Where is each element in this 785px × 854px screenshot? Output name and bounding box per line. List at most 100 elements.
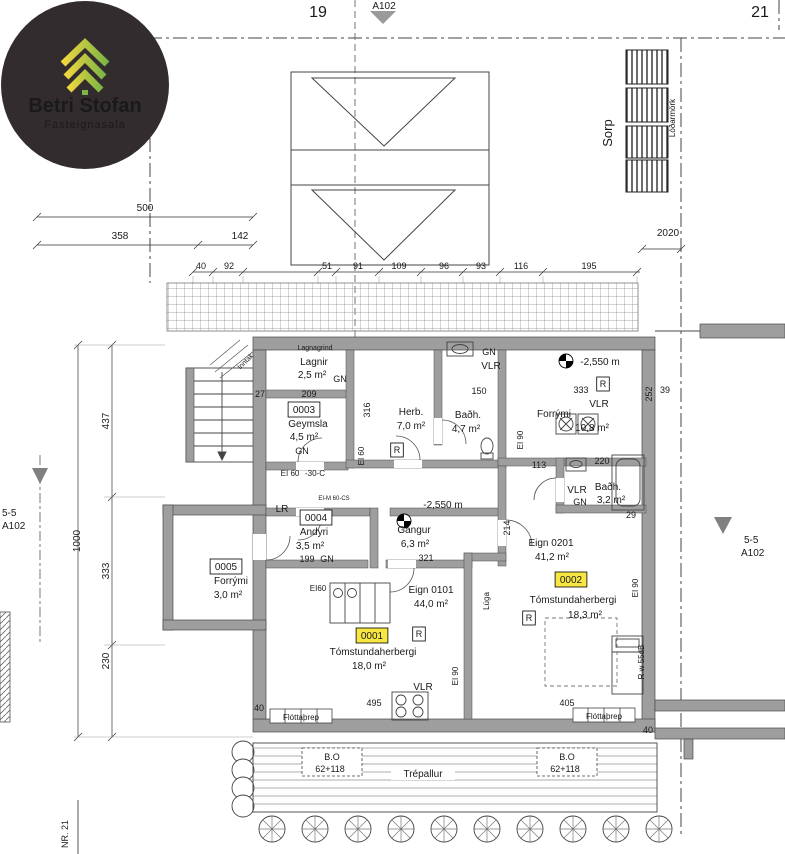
dim-358: 358 — [112, 231, 129, 242]
unit-eign0201-area: 41,2 m² — [535, 552, 570, 563]
radiator-4: R — [416, 629, 423, 639]
dim-51: 51 — [322, 261, 332, 271]
vlr-label-2: VLR — [589, 399, 608, 410]
room-forrymi2-area: 3,0 m² — [214, 590, 243, 601]
bo-1-size: 62+118 — [315, 764, 345, 774]
section-left-1: 5-5 — [2, 508, 17, 519]
tree-icon — [473, 815, 501, 843]
label-box — [287, 401, 321, 418]
label-box — [522, 610, 536, 626]
fire-ei60-b: EI60 — [310, 584, 327, 593]
section-left-2: A102 — [2, 521, 26, 532]
gn-label-5: GN — [320, 554, 334, 564]
sink-icon-1 — [446, 341, 474, 357]
luga-label: Lúga — [482, 592, 491, 610]
dim-40-a: 40 — [254, 703, 264, 713]
label-box — [596, 376, 610, 392]
flottathrep-2: Flóttaþrep — [586, 712, 623, 721]
gn-label-2: GN — [295, 446, 309, 456]
logo: Betri Stofan Fasteignasala — [1, 1, 169, 169]
dim-321: 321 — [418, 553, 433, 563]
dim-199: 199 — [299, 554, 314, 564]
dim-2020: 2020 — [657, 228, 680, 239]
tree-trunk — [82, 90, 88, 95]
boundary-label-right: Lóðarmörk — [668, 98, 677, 137]
gn-label-4: GN — [573, 497, 587, 507]
bo-box-1 — [301, 747, 363, 777]
logo-circle — [1, 1, 169, 169]
spiral-stair-icon — [231, 740, 255, 818]
trees — [258, 815, 673, 843]
dim-230: 230 — [101, 652, 112, 669]
tree-icon — [301, 815, 329, 843]
dim-195: 195 — [581, 261, 596, 271]
dim-252: 252 — [644, 386, 654, 401]
tree-icon — [559, 815, 587, 843]
unit-highlight-box — [355, 627, 389, 644]
unit-eign0101-area: 44,0 m² — [414, 599, 449, 610]
label-layer: 19A10221LóðarmörkSorpLóðarmörkNR. 215003… — [2, 1, 769, 848]
sound-rw55: R w 55dB — [637, 645, 646, 680]
dim-214: 214 — [502, 520, 512, 535]
kitchen-counter — [329, 582, 391, 624]
fire-30c: -30-C — [305, 469, 325, 478]
lagnagrind-label: Lagnagrind — [297, 345, 332, 352]
dim-96: 96 — [439, 261, 449, 271]
elevation-marker-2 — [396, 513, 412, 529]
dim-209: 209 — [301, 389, 316, 399]
elevation-marker-1 — [558, 353, 574, 369]
radiator-3: R — [526, 613, 533, 623]
unit-eign0101: Eign 0101 — [408, 585, 453, 596]
room-gangur-area: 6,3 m² — [401, 539, 430, 550]
tree-icon — [344, 815, 372, 843]
logo-title: Betri Stofan — [28, 95, 141, 117]
radiator-2: R — [600, 379, 607, 389]
section-markers — [32, 455, 732, 645]
fire-ei90-b: EI 90 — [631, 578, 640, 597]
vlr-label-4: VLR — [413, 682, 432, 693]
dashed-zone — [544, 617, 618, 687]
unit-0003: 0003 — [293, 405, 316, 416]
room-lagnir-name: Lagnir — [300, 357, 328, 368]
room-forrymi1-area: 10,8 m² — [575, 423, 610, 434]
site-boundary-lines — [148, 0, 785, 838]
fire-ei90-a: EI 90 — [516, 430, 525, 449]
fixtures — [231, 341, 645, 818]
sorp-enclosure — [625, 49, 669, 193]
dimension-lines — [32, 212, 686, 742]
vlr-label-1: VLR — [481, 361, 500, 372]
room-tomstund2-name: Tómstundaherbergi — [530, 595, 617, 606]
room-geymsla-name: Geymsla — [288, 419, 328, 430]
tree-icon — [258, 815, 286, 843]
street-number: NR. 21 — [60, 820, 70, 848]
dim-91: 91 — [353, 261, 363, 271]
dim-437: 437 — [101, 412, 112, 429]
room-andyri-name: Andyri — [300, 527, 328, 538]
grid-label-21: 21 — [751, 4, 769, 21]
room-geymsla-area: 4,5 m² — [290, 432, 319, 443]
fire-ei60-a: EI 60 — [281, 469, 300, 478]
bathtub-icon — [611, 454, 645, 511]
bo-2: B.O — [559, 752, 575, 762]
dim-116: 116 — [514, 261, 528, 271]
pine-tree-icon — [60, 38, 110, 93]
section-triangle-right — [714, 517, 732, 534]
escape-steps — [269, 707, 636, 724]
grid-label-19: 19 — [309, 4, 327, 21]
room-herb-name: Herb. — [399, 407, 423, 418]
exterior-walls — [162, 323, 785, 760]
stair-block — [185, 339, 257, 463]
bo-1: B.O — [324, 752, 340, 762]
sheet-marker-triangle — [370, 11, 396, 24]
section-right-2: A102 — [741, 548, 765, 559]
vlr-label-3: VLR — [567, 485, 586, 496]
room-badh1-name: Baðh. — [455, 409, 481, 421]
paving-band — [166, 282, 639, 332]
dim-109: 109 — [391, 261, 406, 271]
tree-icon — [645, 815, 673, 843]
stove-icon — [391, 691, 429, 721]
room-gangur-name: Gangur — [397, 525, 431, 536]
unit-0005: 0005 — [215, 562, 238, 573]
room-lagnir-area: 2,5 m² — [298, 370, 327, 381]
logo-subtitle: Fasteignasala — [44, 119, 126, 131]
